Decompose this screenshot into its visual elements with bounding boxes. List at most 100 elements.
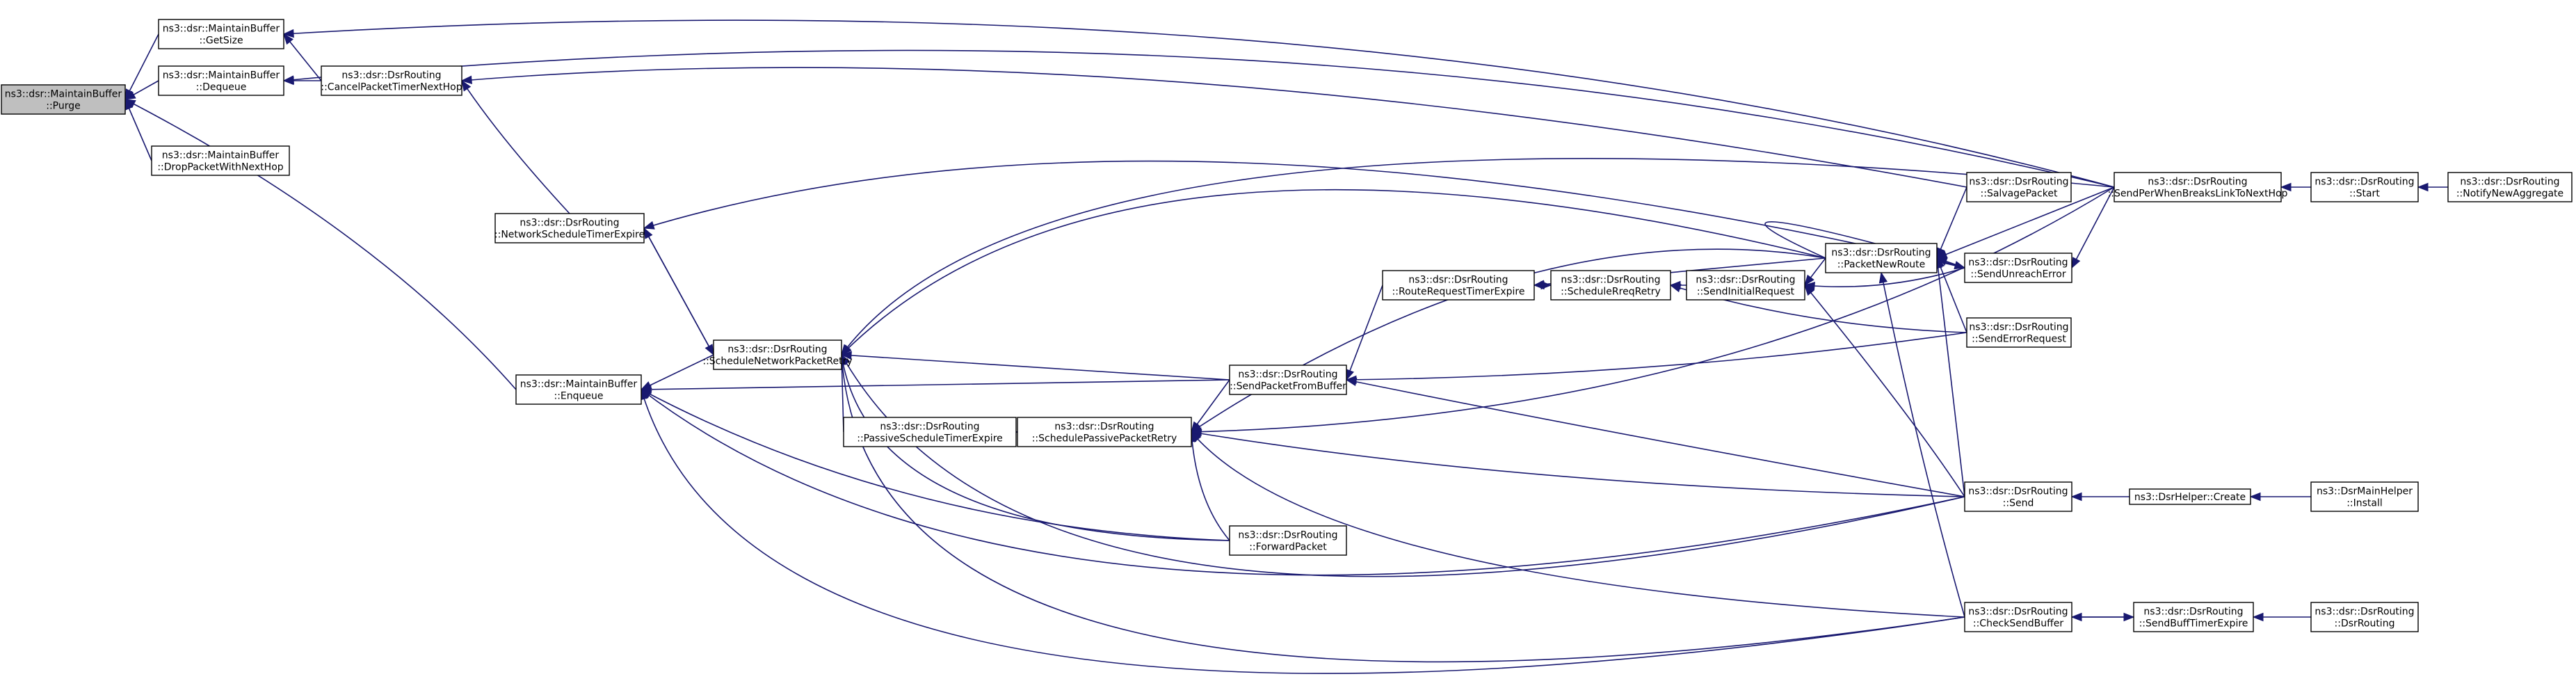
node-sendunreach[interactable]: ns3::dsr::DsrRouting::SendUnreachError — [1964, 253, 2072, 283]
node-label-line: ns3::dsr::MaintainBuffer — [163, 24, 280, 35]
call-edge-pktnewroute-to-sendinit — [1804, 257, 1826, 287]
node-label-line: ::Send — [2003, 498, 2034, 509]
node-label-line: ::ScheduleRreqRetry — [1561, 287, 1661, 298]
call-edge-start-to-sendperwhen — [2280, 182, 2311, 192]
call-edge-send-to-sendfrombuf — [1345, 377, 1965, 497]
call-edge-notify-to-start — [2417, 182, 2448, 192]
node-sendfrombuf[interactable]: ns3::dsr::DsrRouting::SendPacketFromBuff… — [1229, 365, 1347, 395]
call-edge-dropnext-to-purge — [124, 98, 152, 161]
node-send[interactable]: ns3::dsr::DsrRouting::Send — [1964, 481, 2072, 512]
node-label-line: ::SendInitialRequest — [1697, 287, 1795, 298]
node-dsrrouting[interactable]: ns3::dsr::DsrRouting::DsrRouting — [2310, 602, 2419, 632]
call-edge-checksend-to-enqueue — [640, 388, 1965, 674]
node-enqueue[interactable]: ns3::dsr::MaintainBuffer::Enqueue — [515, 374, 642, 405]
call-edge-send-to-sendinit — [1804, 284, 1965, 497]
call-edge-send-to-schedpassive — [1190, 429, 1965, 497]
node-schedpassive[interactable]: ns3::dsr::DsrRouting::SchedulePassivePac… — [1017, 417, 1192, 447]
node-label-line: ns3::dsr::DsrRouting — [520, 218, 619, 229]
call-edge-helpercreate-to-send — [2070, 492, 2130, 502]
node-label-line: ::Enqueue — [554, 391, 603, 402]
call-edge-checksend-to-schedpassive — [1191, 431, 1965, 618]
node-box — [2310, 602, 2419, 632]
node-box — [2133, 602, 2254, 632]
node-label-line: ::SendErrorRequest — [1972, 334, 2066, 345]
node-box — [1550, 270, 1671, 301]
node-box — [2114, 172, 2282, 202]
call-edge-checksend-to-schednet — [837, 353, 1965, 663]
node-notify[interactable]: ns3::dsr::DsrRouting::NotifyNewAggregate — [2447, 172, 2573, 202]
node-label-line: ::Purge — [46, 101, 81, 112]
call-edge-senderrreq-to-sendfrombuf — [1345, 332, 1967, 385]
node-label-line: ::PassiveScheduleTimerExpire — [857, 433, 1003, 445]
call-edge-checksend-to-pktnewroute — [1878, 271, 1965, 618]
node-label-line: ns3::dsr::DsrRouting — [1968, 607, 2068, 618]
node-pktnewroute[interactable]: ns3::dsr::DsrRouting::PacketNewRoute — [1825, 243, 1938, 273]
call-edge-netsched-to-cancel — [461, 79, 570, 214]
node-start[interactable]: ns3::dsr::DsrRouting::Start — [2310, 172, 2419, 202]
node-sendinit[interactable]: ns3::dsr::DsrRouting::SendInitialRequest — [1686, 270, 1805, 301]
node-label-line: ::DsrRouting — [2335, 618, 2395, 630]
node-label-line: ns3::dsr::MaintainBuffer — [520, 379, 638, 390]
call-graph-nodes: ns3::dsr::MaintainBuffer::Purgens3::dsr:… — [1, 19, 2573, 632]
call-edge-sendunreach-to-netsched — [643, 160, 1965, 269]
node-label-line: ::NetworkScheduleTimerExpire — [494, 230, 645, 241]
node-label-line: ::ForwardPacket — [1249, 542, 1327, 553]
node-label-line: ns3::dsr::DsrRouting — [1561, 275, 1660, 286]
node-label-line: ns3::dsr::MaintainBuffer — [5, 89, 122, 100]
node-box — [1229, 525, 1347, 556]
node-mainhelper[interactable]: ns3::DsrMainHelper::Install — [2310, 481, 2419, 512]
call-edge-send-to-pktnewroute — [1933, 257, 1965, 497]
node-box — [1686, 270, 1805, 301]
node-dequeue[interactable]: ns3::dsr::MaintainBuffer::Dequeue — [158, 65, 284, 96]
node-cancel[interactable]: ns3::dsr::DsrRouting::CancelPacketTimerN… — [321, 65, 462, 96]
node-checksend[interactable]: ns3::dsr::DsrRouting::CheckSendBuffer — [1964, 602, 2072, 632]
node-senderrreq[interactable]: ns3::dsr::DsrRouting::SendErrorRequest — [1966, 317, 2072, 348]
node-sendbufftimer[interactable]: ns3::dsr::DsrRouting::SendBuffTimerExpir… — [2133, 602, 2254, 632]
call-edge-sendperwhen-to-schedpassive — [1190, 186, 2115, 436]
node-salvage[interactable]: ns3::dsr::DsrRouting::SalvagePacket — [1966, 172, 2072, 202]
node-label-line: ns3::DsrHelper::Create — [2134, 492, 2246, 503]
node-label-line: ns3::dsr::DsrRouting — [1831, 248, 1931, 259]
call-edge-cancel-to-getsize — [283, 33, 322, 81]
node-netsched[interactable]: ns3::dsr::DsrRouting::NetworkScheduleTim… — [494, 213, 645, 243]
call-edge-dequeue-to-purge — [124, 80, 159, 100]
node-label-line: ::CancelPacketTimerNextHop — [321, 82, 462, 93]
call-edge-forward-to-enqueue — [640, 389, 1230, 541]
call-edge-sendfrombuf-to-enqueue — [640, 379, 1230, 394]
node-label-line: ns3::dsr::DsrRouting — [2148, 177, 2247, 188]
node-schednet[interactable]: ns3::dsr::DsrRouting::ScheduleNetworkPac… — [702, 339, 853, 370]
node-label-line: ns3::dsr::DsrRouting — [1968, 257, 2068, 269]
node-box — [1964, 602, 2072, 632]
node-schedrreq[interactable]: ns3::dsr::DsrRouting::ScheduleRreqRetry — [1550, 270, 1671, 301]
node-box — [2447, 172, 2573, 202]
node-helpercreate[interactable]: ns3::DsrHelper::Create — [2129, 488, 2251, 505]
node-rreqtimer[interactable]: ns3::dsr::DsrRouting::RouteRequestTimerE… — [1382, 270, 1535, 301]
node-box — [713, 339, 842, 370]
node-label-line: ns3::dsr::DsrRouting — [2315, 607, 2414, 618]
node-box — [1966, 172, 2072, 202]
node-box — [2310, 172, 2419, 202]
node-label-line: ::GetSize — [199, 35, 243, 47]
node-purge: ns3::dsr::MaintainBuffer::Purge — [1, 84, 126, 115]
node-label-line: ::SchedulePassivePacketRetry — [1032, 433, 1177, 445]
node-dropnext[interactable]: ns3::dsr::MaintainBuffer::DropPacketWith… — [151, 145, 290, 176]
node-box — [158, 65, 284, 96]
node-getsize[interactable]: ns3::dsr::MaintainBuffer::GetSize — [158, 19, 284, 49]
call-edge-rreqtimer-to-sendfrombuf — [1346, 285, 1383, 381]
node-box — [494, 213, 645, 243]
node-passivetimer[interactable]: ns3::dsr::DsrRouting::PassiveScheduleTim… — [843, 417, 1017, 447]
node-label-line: ::DropPacketWithNextHop — [157, 162, 283, 173]
node-forward[interactable]: ns3::dsr::DsrRouting::ForwardPacket — [1229, 525, 1347, 556]
node-sendperwhen[interactable]: ns3::dsr::DsrRouting::SendPerWhenBreaksL… — [2108, 172, 2288, 202]
node-label-line: ::Start — [2349, 189, 2380, 200]
call-edge-dsrrouting-to-sendbufftimer — [2252, 612, 2311, 622]
call-edge-mainhelper-to-helpercreate — [2249, 492, 2311, 502]
node-label-line: ns3::dsr::DsrRouting — [2460, 177, 2559, 188]
call-edge-sendfrombuf-to-schednet — [840, 351, 1230, 381]
node-box — [151, 145, 290, 176]
node-box — [1966, 317, 2072, 348]
node-label-line: ns3::dsr::DsrRouting — [1696, 275, 1795, 286]
node-label-line: ::RouteRequestTimerExpire — [1392, 287, 1525, 298]
call-edge-sendperwhen-to-schednet — [841, 158, 2115, 356]
node-label-line: ::Dequeue — [196, 82, 247, 93]
